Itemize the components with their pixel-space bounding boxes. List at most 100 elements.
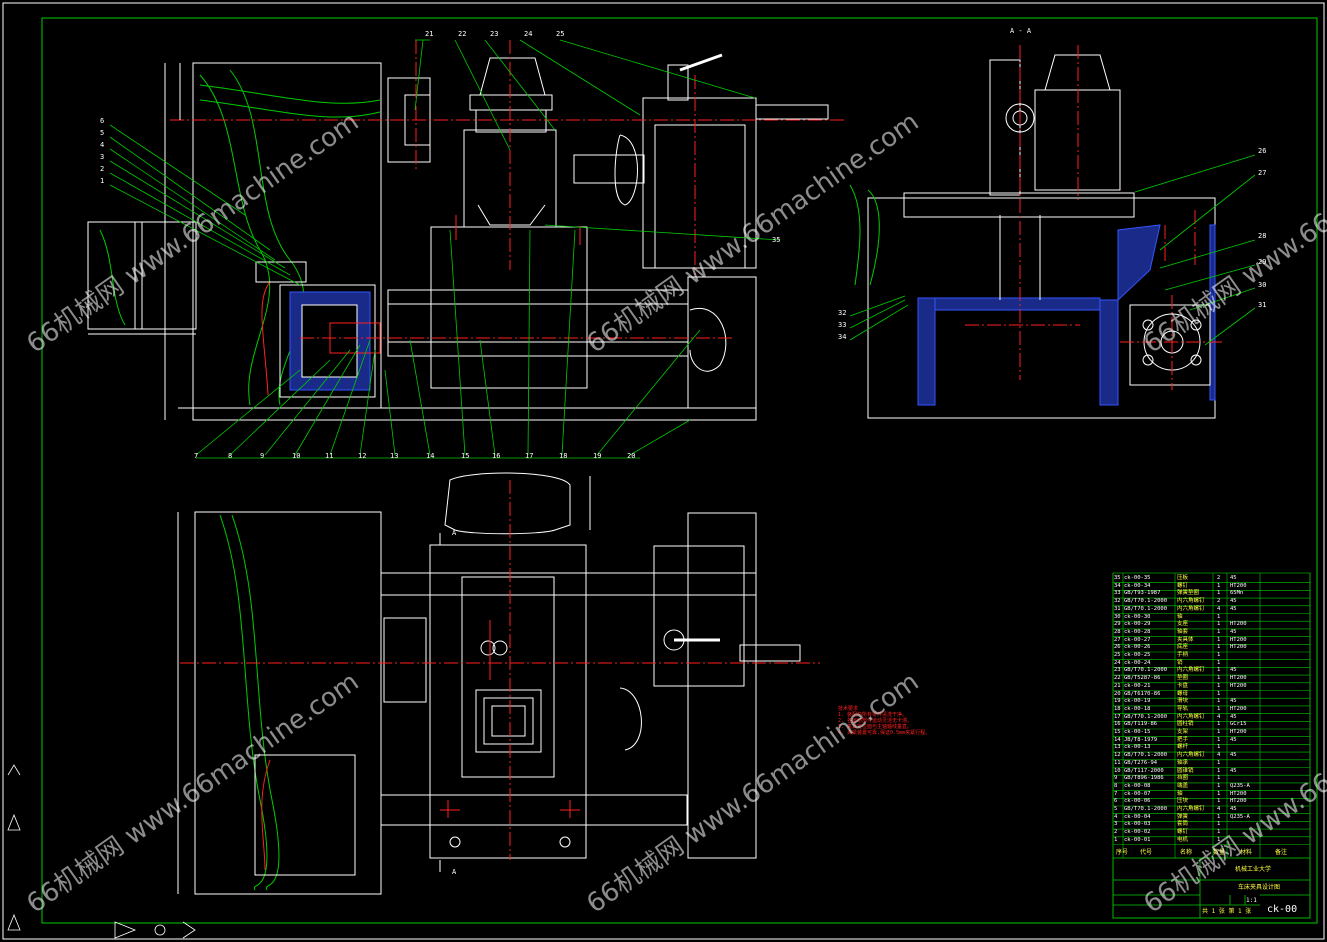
bom-code: ck-00-19 — [1124, 698, 1151, 705]
bom-code: ck-00-13 — [1124, 744, 1151, 751]
bom-no: 28 — [1114, 628, 1121, 635]
part-number-label: 2 — [100, 165, 105, 173]
bom-material: 45 — [1230, 713, 1237, 720]
bom-material: 45 — [1230, 628, 1237, 635]
bom-name: 支架 — [1177, 729, 1189, 735]
bom-name: 挡圈 — [1177, 775, 1189, 782]
bom-qty: 1 — [1217, 767, 1221, 774]
bom-qty: 4 — [1217, 713, 1221, 720]
bom-name: 端盖 — [1177, 782, 1189, 789]
bom-name: 螺钉 — [1177, 829, 1189, 836]
bom-qty: 1 — [1217, 798, 1221, 805]
bom-material: 45 — [1230, 698, 1237, 705]
bom-no: 21 — [1114, 682, 1121, 689]
bom-qty: 1 — [1217, 667, 1221, 674]
front-view-leaders — [109, 39, 781, 459]
bom-header-qty: 数量 — [1213, 849, 1226, 856]
part-number-label: 9 — [260, 452, 265, 460]
bom-qty: 1 — [1217, 698, 1221, 705]
bom-code: ck-00-28 — [1124, 628, 1151, 635]
bom-code: ck-00-30 — [1124, 613, 1151, 620]
top-view — [177, 472, 820, 895]
bom-no: 4 — [1114, 813, 1118, 820]
bom-name: 轴 — [1177, 613, 1183, 620]
bom-header-code: 代号 — [1140, 849, 1153, 856]
bom-no: 3 — [1114, 821, 1118, 828]
bom-name: 螺钉 — [1177, 582, 1189, 589]
title-sheet: 共 1 张 第 1 张 — [1202, 908, 1252, 915]
bom-material: 65Mn — [1230, 590, 1244, 597]
bom-qty: 1 — [1217, 759, 1221, 766]
bom-qty: 4 — [1217, 752, 1221, 759]
bom-material: HT200 — [1230, 729, 1247, 735]
bom-code: ck-00-04 — [1124, 813, 1151, 820]
bom-code: ck-00-01 — [1124, 836, 1151, 843]
drawing-frame — [41, 17, 1318, 924]
part-number-label: 32 — [838, 309, 847, 317]
bom-name: 套筒 — [1177, 821, 1189, 828]
bom-name: 轴 — [1177, 790, 1183, 797]
bom-no: 24 — [1114, 659, 1121, 666]
bom-name: 底座 — [1177, 644, 1189, 651]
part-number-label: 23 — [490, 30, 499, 38]
bom-code: ck-00-02 — [1124, 829, 1151, 836]
part-number-label: 7 — [194, 452, 199, 460]
bom-qty: 1 — [1217, 613, 1221, 620]
section-view — [849, 45, 1225, 419]
bom-name: 电机 — [1177, 836, 1189, 843]
bom-qty: 4 — [1217, 806, 1221, 812]
bom-no: 12 — [1114, 752, 1121, 759]
bom-qty: 1 — [1217, 829, 1221, 836]
bom-name: 内六角螺钉 — [1177, 752, 1205, 759]
bom-code: ck-00-34 — [1124, 582, 1151, 589]
bom-qty: 1 — [1217, 659, 1221, 666]
bom-code: ck-00-07 — [1124, 790, 1151, 797]
bom-code: GB/T5287-86 — [1124, 675, 1161, 682]
bom-material: HT200 — [1230, 621, 1247, 628]
bom-material: 45 — [1230, 806, 1237, 812]
bom-material: Q235-A — [1230, 782, 1250, 789]
part-number-label: 1 — [100, 177, 105, 185]
drawing-number: ck-00 — [1267, 904, 1298, 915]
bom-code: ck-00-08 — [1124, 782, 1151, 789]
bom-material: Q235-A — [1230, 813, 1250, 820]
bom-no: 22 — [1114, 675, 1121, 682]
bom-code: ck-00-35 — [1124, 575, 1151, 581]
bom-material: HT200 — [1230, 705, 1247, 712]
tech-note-line: 4. 夹紧装置可靠,保证0.5mm夹紧行程。 — [838, 730, 931, 736]
part-number-label: 29 — [1258, 258, 1267, 266]
bom-no: 29 — [1114, 621, 1121, 628]
bom-name: 导轨 — [1177, 705, 1189, 712]
bom-name: 滑块 — [1177, 698, 1189, 705]
part-number-label: 17 — [525, 452, 534, 460]
bom-no: 13 — [1114, 744, 1121, 751]
bom-name: 压块 — [1177, 798, 1189, 805]
bom-no: 19 — [1114, 698, 1121, 705]
bom-material: 45 — [1230, 736, 1237, 743]
part-number-label: 24 — [524, 30, 533, 38]
bom-code: GB/T70.1-2000 — [1124, 605, 1168, 612]
bom-no: 14 — [1114, 736, 1121, 743]
title-drawing-name: 车床夹具设计图 — [1238, 884, 1281, 891]
bom-no: 7 — [1114, 790, 1118, 797]
bom-material: GCr15 — [1230, 721, 1247, 728]
bom-code: ck-00-25 — [1124, 652, 1151, 658]
bom-name: 弹簧垫圈 — [1177, 590, 1200, 597]
bom-code: ck-00-27 — [1124, 636, 1151, 643]
title-school: 机械工业大学 — [1235, 866, 1272, 873]
bom-code: GB/T6170-86 — [1124, 690, 1161, 697]
bom-qty: 1 — [1217, 636, 1221, 643]
bom-name: 支座 — [1177, 621, 1189, 628]
title-block — [1112, 857, 1311, 919]
part-number-label: 25 — [556, 30, 565, 38]
bom-qty: 1 — [1217, 813, 1221, 820]
tech-note-line: 3. 夹具定位面与主轴轴线垂直。 — [838, 724, 913, 730]
bom-no: 10 — [1114, 767, 1121, 774]
part-number-label: 33 — [838, 321, 847, 329]
bom-qty: 1 — [1217, 736, 1221, 743]
part-number-label: 30 — [1258, 281, 1267, 289]
bom-name: 夹具体 — [1177, 636, 1194, 643]
bom-qty: 1 — [1217, 628, 1221, 635]
bom-code: GB/T70.1-2000 — [1124, 713, 1168, 720]
